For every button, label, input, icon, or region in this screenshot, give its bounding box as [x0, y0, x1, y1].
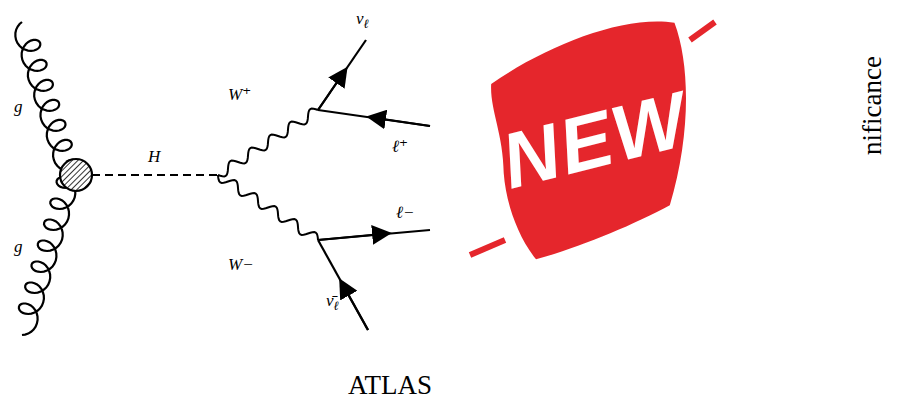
experiment-name: ATLAS: [348, 372, 432, 399]
new-badge-brush: [484, 17, 708, 262]
particle-label: W⁺: [228, 86, 251, 103]
particle-label: νℓ: [356, 10, 369, 31]
particle-label: W−: [228, 256, 254, 273]
particle-label: ℓ−: [396, 204, 415, 221]
higgs-propagator: [92, 174, 218, 176]
effective-vertex: [60, 159, 92, 191]
axis-title: nificance: [859, 56, 886, 155]
gluon-line: [15, 22, 78, 171]
particle-label: H: [148, 148, 160, 165]
gluon-line: [19, 178, 75, 336]
w-boson-line: [218, 175, 318, 240]
particle-label: ν̄ℓ: [326, 292, 339, 313]
fermion-lines: [318, 40, 430, 330]
w-boson-line: [218, 109, 318, 177]
brush-streaks: [470, 22, 715, 255]
w-boson-lines: [218, 109, 318, 240]
particle-label: ℓ⁺: [392, 138, 408, 155]
particle-label: g: [14, 98, 23, 115]
particle-label: g: [14, 238, 23, 255]
